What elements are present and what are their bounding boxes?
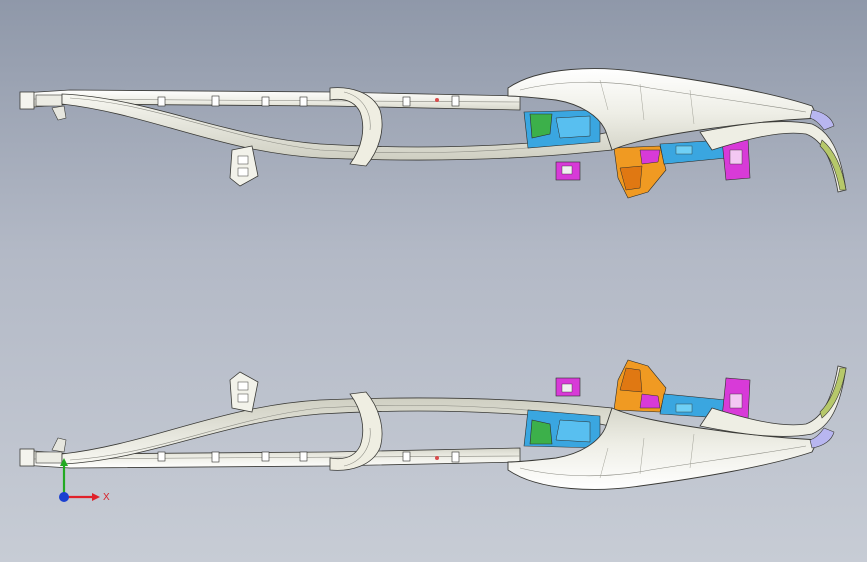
origin-marker [59,492,69,502]
frame-view-bottom[interactable] [19,359,847,490]
y-axis-arrow [60,458,68,466]
frame-view-top[interactable] [19,68,847,199]
x-axis-label: X [103,492,110,503]
x-axis-arrow [92,493,100,501]
axis-triad: X [59,458,110,503]
